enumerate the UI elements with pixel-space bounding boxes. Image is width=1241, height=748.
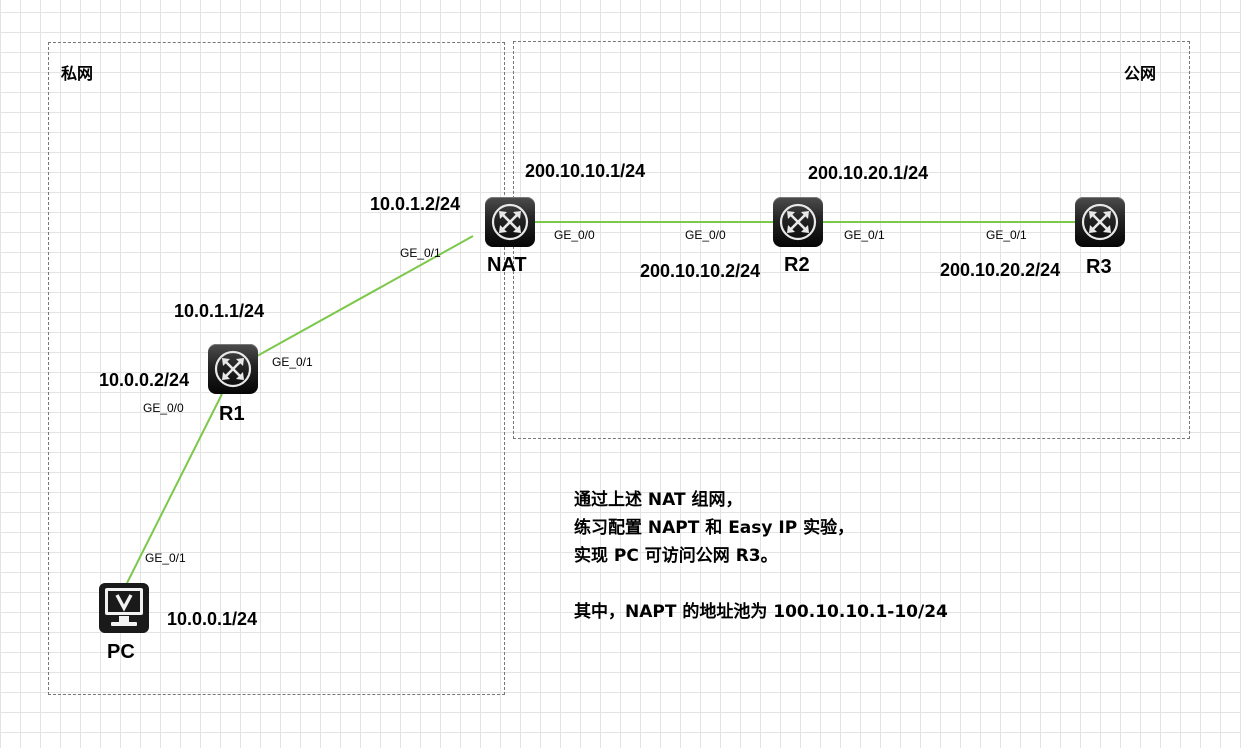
ip-r3-ge01: 200.10.20.2/24	[940, 260, 1061, 280]
r1-router-label: R1	[219, 403, 245, 425]
instruction-line-2: 练习配置 NAPT 和 Easy IP 实验，	[574, 518, 855, 538]
link-pc-r1	[126, 393, 223, 584]
router-icon	[779, 203, 817, 241]
port-r1-ge01: GE_0/1	[272, 355, 313, 369]
pc-device-label: PC	[107, 641, 135, 663]
port-r3-ge01: GE_0/1	[986, 228, 1027, 242]
private-network-zone	[48, 42, 505, 695]
ip-r1-ge00: 10.0.0.2/24	[99, 370, 190, 390]
r3-router-label: R3	[1086, 256, 1112, 278]
ip-pc: 10.0.0.1/24	[167, 609, 258, 629]
nat-router[interactable]	[485, 197, 535, 247]
ip-nat-ge00: 200.10.10.1/24	[525, 161, 646, 181]
public-network-label: 公网	[1124, 64, 1157, 83]
port-pc-ge01: GE_0/1	[145, 551, 186, 565]
port-nat-ge00: GE_0/0	[554, 228, 595, 242]
port-r1-ge00: GE_0/0	[143, 401, 184, 415]
port-nat-ge01: GE_0/1	[400, 246, 441, 260]
private-network-label: 私网	[61, 64, 94, 83]
router-icon	[491, 203, 529, 241]
ip-r2-ge01: 200.10.20.1/24	[808, 163, 929, 183]
ip-nat-ge01: 10.0.1.2/24	[370, 194, 461, 214]
instruction-spacer	[574, 570, 948, 598]
port-r2-ge01: GE_0/1	[844, 228, 885, 242]
r3-router[interactable]	[1075, 197, 1125, 247]
port-r2-ge00: GE_0/0	[685, 228, 726, 242]
instruction-line-3: 实现 PC 可访问公网 R3。	[574, 546, 778, 566]
r2-router[interactable]	[773, 197, 823, 247]
lab-instructions: 通过上述 NAT 组网， 练习配置 NAPT 和 Easy IP 实验， 实现 …	[574, 486, 948, 626]
r2-router-label: R2	[784, 254, 810, 276]
router-icon	[214, 350, 252, 388]
instruction-line-4: 其中，NAPT 的地址池为 100.10.10.1-10/24	[574, 602, 948, 622]
ip-r2-ge00: 200.10.10.2/24	[640, 261, 761, 281]
ip-r1-ge01: 10.0.1.1/24	[174, 301, 265, 321]
pc-device[interactable]	[99, 583, 149, 633]
nat-router-label: NAT	[487, 254, 527, 276]
link-r1-nat	[256, 235, 474, 357]
r1-router[interactable]	[208, 344, 258, 394]
monitor-icon	[99, 583, 149, 633]
router-icon	[1081, 203, 1119, 241]
instruction-line-1: 通过上述 NAT 组网，	[574, 490, 743, 510]
